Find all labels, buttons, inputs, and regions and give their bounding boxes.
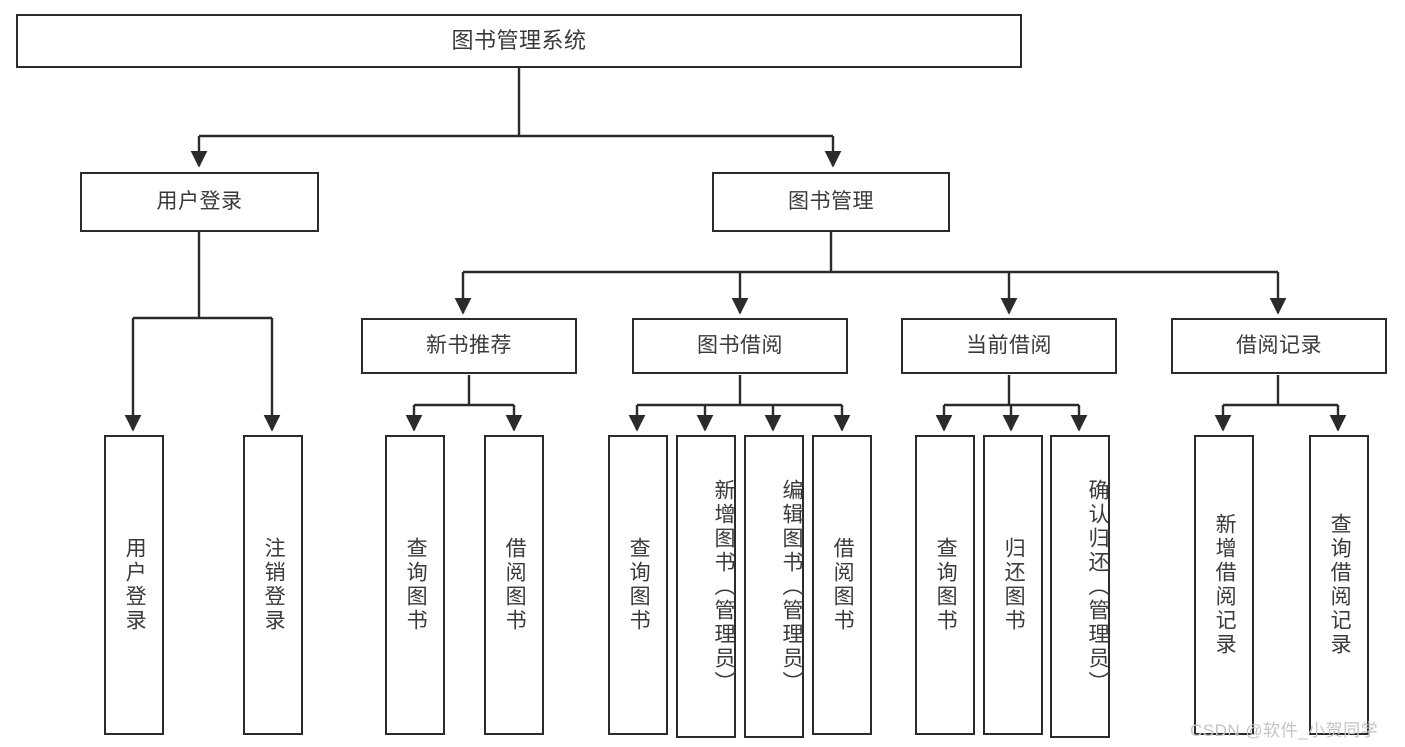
node-current-borrow[interactable]: 当前借阅 [901,318,1117,374]
leaf-user-login[interactable]: 用户登录 [104,435,164,735]
leaf-logout[interactable]: 注销登录 [243,435,303,735]
node-borrow-record[interactable]: 借阅记录 [1171,318,1387,374]
leaf-edit-book-admin[interactable]: 编辑图书（管理员） [744,435,804,738]
node-root-system[interactable]: 图书管理系统 [16,14,1022,68]
leaf-add-borrow-record[interactable]: 新增借阅记录 [1194,435,1254,735]
leaf-query-borrow-record[interactable]: 查询借阅记录 [1309,435,1369,735]
leaf-borrow-book[interactable]: 借阅图书 [812,435,872,735]
node-user-login[interactable]: 用户登录 [80,172,319,232]
node-book-management[interactable]: 图书管理 [712,172,950,232]
csdn-watermark: CSDN @软件_小贺同学 [1190,721,1379,740]
leaf-return-book[interactable]: 归还图书 [983,435,1043,735]
leaf-add-book-admin[interactable]: 新增图书（管理员） [676,435,736,738]
leaf-query-book-borrow[interactable]: 查询图书 [608,435,668,735]
leaf-confirm-return-admin[interactable]: 确认归还（管理员） [1050,435,1110,738]
leaf-query-book-current[interactable]: 查询图书 [915,435,975,735]
leaf-query-book-recommend[interactable]: 查询图书 [385,435,445,735]
node-book-borrow[interactable]: 图书借阅 [632,318,848,374]
node-new-book-recommend[interactable]: 新书推荐 [361,318,577,374]
leaf-borrow-book-recommend[interactable]: 借阅图书 [484,435,544,735]
